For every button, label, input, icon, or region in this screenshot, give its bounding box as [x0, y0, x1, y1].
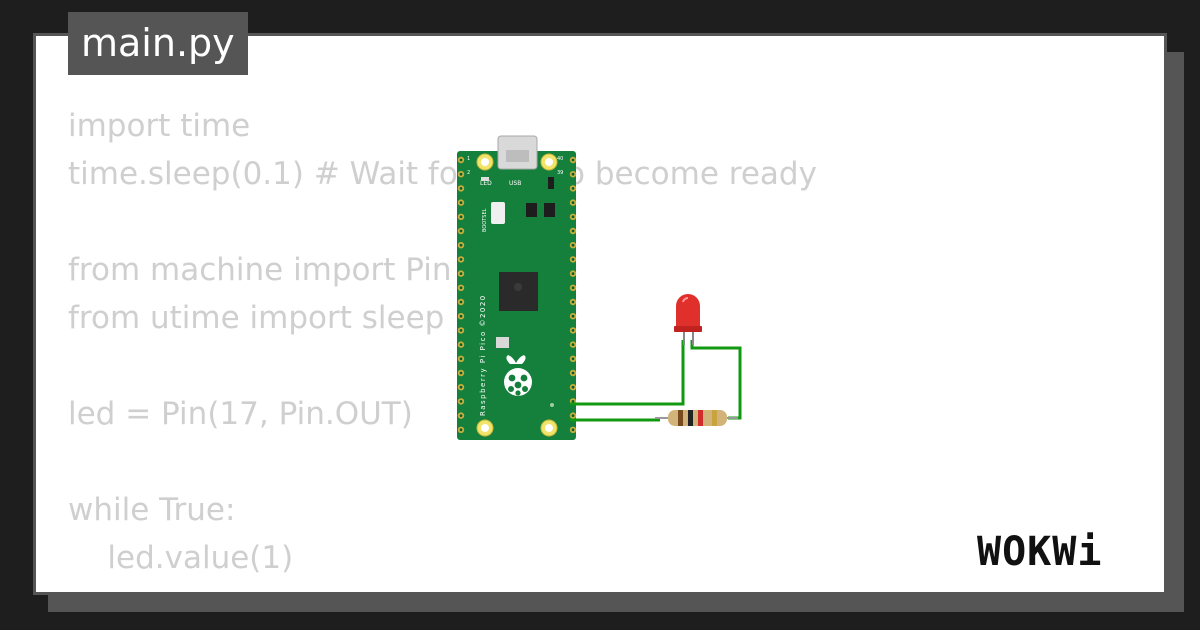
header-pin-hole [571, 286, 575, 290]
red-led[interactable] [674, 294, 702, 345]
wokwi-logo-mark: WOKWi [977, 529, 1102, 575]
header-pin-hole [571, 258, 575, 261]
file-tab[interactable]: main.py [68, 12, 248, 75]
flash-chip [496, 337, 509, 348]
chip-small-3 [548, 177, 554, 189]
header-pin-hole [459, 187, 463, 190]
resistor[interactable] [655, 410, 738, 426]
led-highlight [682, 297, 689, 303]
code-line: while True: [68, 492, 236, 528]
pin-number-39: 39 [557, 170, 563, 176]
header-pin-hole [571, 314, 575, 318]
onboard-led [481, 177, 489, 181]
usb-port [506, 150, 529, 162]
wire-cathode[interactable] [690, 340, 742, 420]
rp2040-chip-logo [514, 283, 523, 291]
header-pin-hole [571, 215, 575, 219]
header-pin-hole [459, 300, 463, 304]
wokwi-logo[interactable]: WOKWi [975, 525, 1150, 579]
bootsel-label: BOOTSEL [482, 208, 488, 232]
header-pin-hole [571, 187, 575, 190]
chip-small-2 [544, 203, 555, 217]
file-tab-label: main.py [81, 21, 235, 65]
header-pin-hole [459, 314, 463, 318]
raspberry-logo-icon [504, 355, 532, 396]
header-pin-hole [459, 428, 463, 432]
led-label: LED [480, 180, 492, 187]
header-pin-hole [459, 343, 463, 346]
resistor-band-1 [678, 410, 683, 426]
code-line: from machine import Pin [68, 252, 452, 288]
pin-number-2: 2 [467, 170, 470, 176]
header-pin-hole [571, 172, 575, 176]
pico-board[interactable]: LED USB 1 2 39 40 BOOTSEL Raspberry Pi P… [457, 135, 577, 440]
header-pin-hole [571, 343, 575, 346]
bootsel-button[interactable] [491, 202, 505, 224]
header-pin-hole [571, 300, 575, 304]
resistor-band-4 [712, 410, 717, 426]
led-base [674, 326, 702, 332]
resistor-band-3 [698, 410, 703, 426]
header-pin-hole [459, 272, 463, 275]
header-pin-hole [459, 215, 463, 219]
header-pin-hole [459, 329, 463, 332]
header-pin-hole [571, 201, 575, 205]
header-pin-hole [459, 158, 463, 162]
header-pin-hole [459, 357, 463, 361]
test-point [550, 403, 554, 407]
header-pin-hole [459, 286, 463, 290]
pin-number-40: 40 [557, 156, 563, 162]
header-pin-hole [571, 428, 575, 432]
usb-label: USB [509, 180, 521, 187]
wire-anode[interactable] [570, 340, 685, 406]
code-line: from utime import sleep [68, 300, 445, 336]
header-pin-hole [571, 385, 575, 389]
header-pins [457, 156, 577, 433]
code-line: import time [68, 108, 251, 144]
header-pin-hole [571, 357, 575, 361]
header-pin-hole [571, 400, 575, 403]
header-pin-hole [571, 229, 575, 233]
led-body [676, 294, 700, 330]
code-line: led.value(1) [68, 540, 294, 576]
code-line: led = Pin(17, Pin.OUT) [68, 396, 413, 432]
header-pin-hole [459, 385, 463, 389]
code-line: print("LED ON") [68, 582, 817, 592]
rp2040-chip [499, 272, 538, 311]
pin-number-1: 1 [467, 156, 470, 162]
header-pin-hole [571, 414, 575, 417]
header-pin-hole [571, 272, 575, 275]
header-pin-hole [571, 158, 575, 162]
header-pin-hole [459, 400, 463, 403]
header-pin-hole [459, 414, 463, 417]
header-pin-hole [571, 371, 575, 375]
header-pin-hole [459, 172, 463, 176]
chip-small-1 [526, 203, 537, 217]
header-pin-hole [571, 243, 575, 247]
header-pin-hole [459, 371, 463, 375]
header-pin-hole [459, 201, 463, 205]
wokwi-logo-text: WOKWi [977, 529, 1102, 575]
header-pin-hole [459, 258, 463, 261]
resistor-body [668, 410, 727, 426]
header-pin-hole [459, 229, 463, 233]
resistor-band-2 [688, 410, 693, 426]
header-pin-hole [571, 329, 575, 332]
header-pin-hole [459, 243, 463, 247]
board-name-text: Raspberry Pi Pico ©2020 [479, 294, 487, 416]
